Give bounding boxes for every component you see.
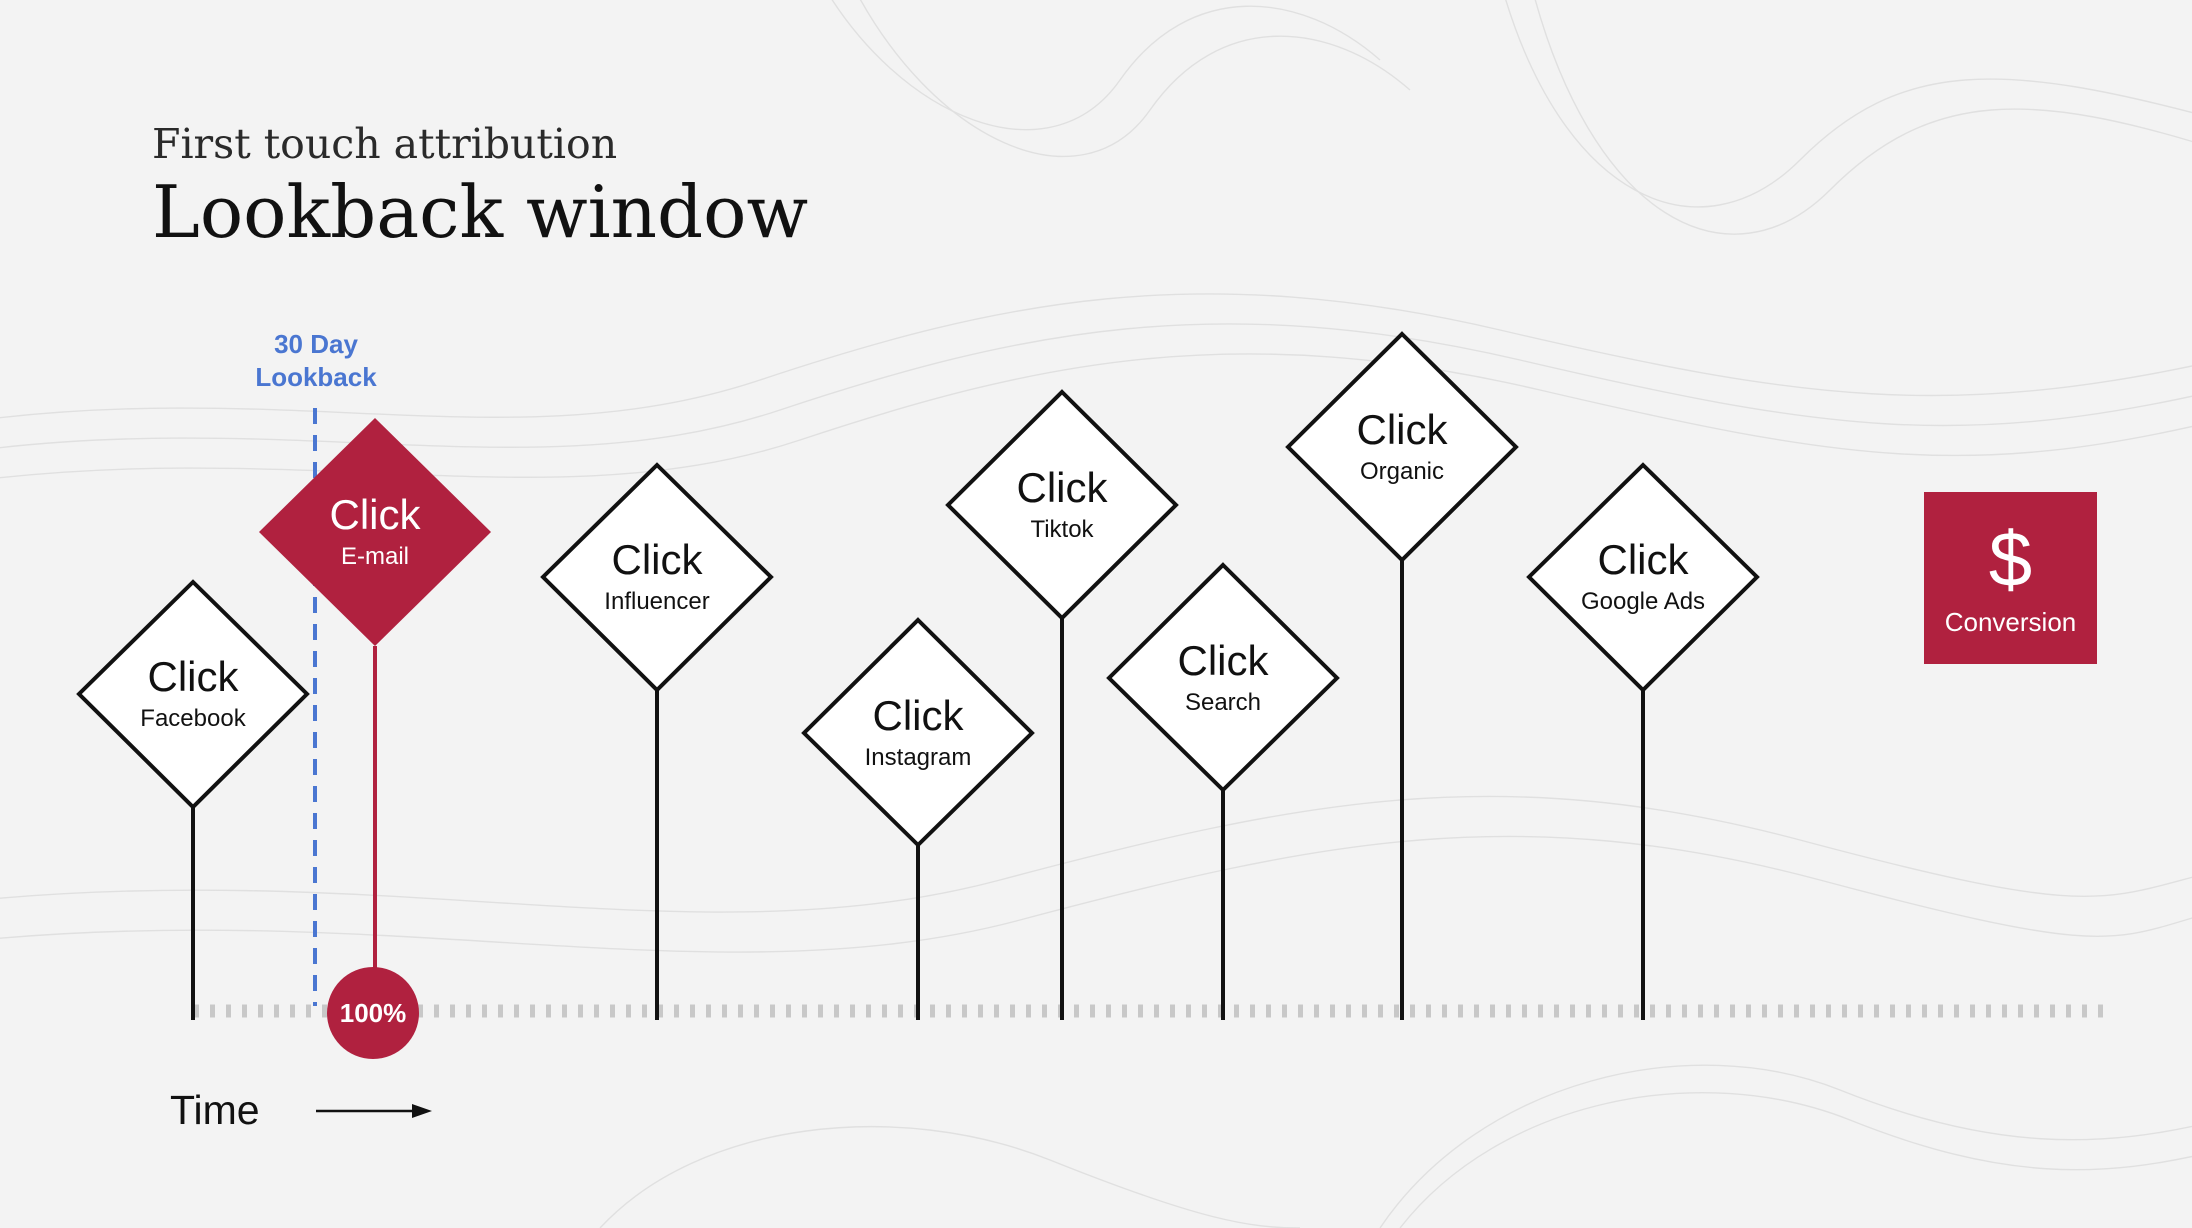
lookback-label: 30 Day Lookback bbox=[226, 328, 406, 394]
conversion-label: Conversion bbox=[1944, 606, 2077, 637]
channel-label: Instagram bbox=[864, 744, 972, 771]
touchpoint-search: Click Search bbox=[1108, 563, 1338, 793]
click-label: Click bbox=[611, 536, 703, 583]
click-label: Click bbox=[872, 692, 964, 739]
touchpoint-influencer: Click Influencer bbox=[542, 462, 772, 692]
time-arrow-head bbox=[412, 1104, 432, 1118]
lookback-label-line2: Lookback bbox=[255, 362, 377, 392]
google-ads-diamond bbox=[1526, 462, 1760, 693]
click-label: Click bbox=[147, 653, 239, 700]
click-label: Click bbox=[329, 491, 421, 538]
channel-label: Influencer bbox=[604, 588, 710, 615]
lookback-label-line1: 30 Day bbox=[274, 329, 358, 359]
touchpoint-organic: Click Organic bbox=[1287, 332, 1517, 562]
touchpoint-instagram: Click Instagram bbox=[803, 618, 1033, 848]
touchpoint-facebook: Click Facebook bbox=[78, 579, 308, 809]
touchpoint-email: Click E-mail bbox=[260, 417, 490, 647]
instagram-diamond bbox=[801, 617, 1035, 848]
email-diamond bbox=[259, 418, 491, 646]
organic-diamond bbox=[1285, 331, 1519, 563]
click-label: Click bbox=[1356, 406, 1448, 453]
click-label: Click bbox=[1597, 536, 1689, 583]
click-label: Click bbox=[1177, 637, 1269, 684]
channel-label: E-mail bbox=[340, 543, 409, 570]
subtitle: First touch attribution bbox=[152, 120, 618, 168]
channel-label: Facebook bbox=[140, 705, 246, 732]
page-title: Lookback window bbox=[152, 170, 809, 254]
click-label: Click bbox=[1016, 464, 1108, 511]
credit-badge: 100% bbox=[327, 967, 419, 1059]
conversion-box: $ Conversion bbox=[1924, 492, 2097, 664]
dollar-icon: $ bbox=[1988, 514, 2033, 603]
touchpoint-tiktok: Click Tiktok bbox=[947, 390, 1177, 620]
search-diamond bbox=[1106, 562, 1340, 793]
touchpoint-google-ads: Click Google Ads bbox=[1528, 462, 1758, 692]
channel-label: Organic bbox=[1359, 458, 1445, 485]
channel-label: Search bbox=[1184, 689, 1262, 716]
time-label: Time bbox=[170, 1087, 260, 1133]
tiktok-diamond bbox=[945, 389, 1179, 621]
facebook-diamond bbox=[76, 579, 310, 810]
channel-label: Tiktok bbox=[1030, 516, 1094, 543]
channel-label: Google Ads bbox=[1580, 588, 1706, 615]
influencer-diamond bbox=[540, 462, 774, 693]
